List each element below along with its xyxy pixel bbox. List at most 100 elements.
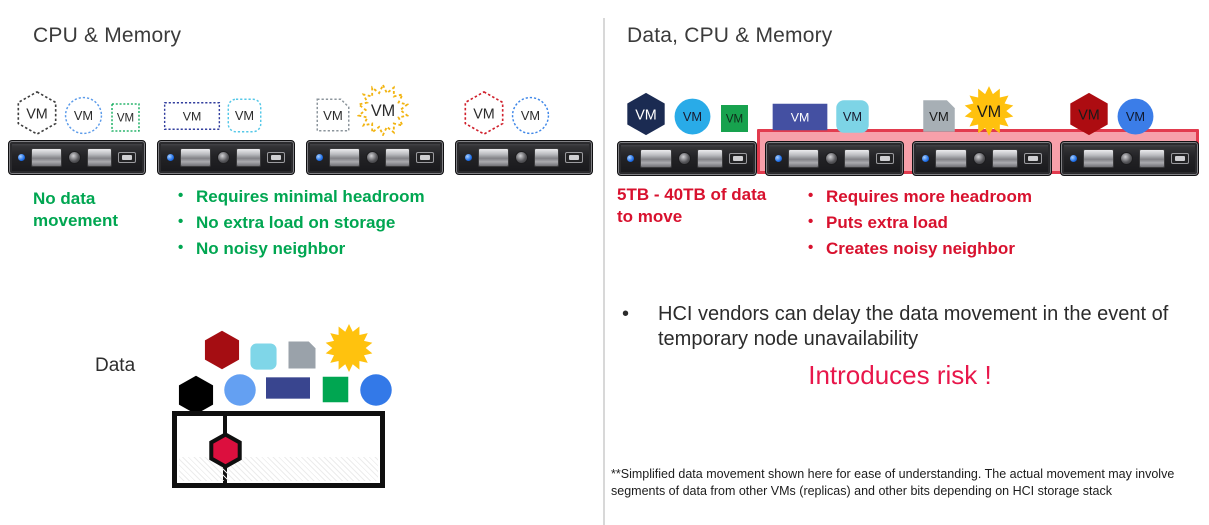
chassis-knob	[216, 151, 230, 164]
svg-text:VM: VM	[473, 106, 495, 122]
rect-vm-icon: VM	[163, 102, 221, 130]
left-bullet-item: No noisy neighbor	[178, 238, 425, 261]
drive-bay	[935, 149, 967, 168]
server-column: VM VM	[306, 84, 444, 175]
circle-vm-icon	[360, 374, 392, 406]
hexagon-vm-icon: VM	[17, 90, 57, 136]
rack-server	[8, 140, 146, 175]
drive-bay	[640, 149, 672, 168]
svg-text:VM: VM	[635, 107, 657, 123]
rect-vm-icon: VM	[772, 103, 827, 131]
chassis-knob	[1120, 152, 1134, 165]
rack-server	[455, 140, 593, 175]
server-column: VM VM VM	[617, 85, 757, 176]
drive-bay	[1082, 149, 1115, 168]
server-column: VM VM VM	[8, 84, 146, 175]
power-button	[565, 152, 583, 163]
hexagon-vm-icon: VM	[464, 90, 504, 136]
circle-vm-icon: VM	[511, 96, 550, 135]
circle-vm-icon	[224, 374, 256, 406]
vm-shape-row: VM VM VM	[617, 85, 757, 137]
svg-text:VM: VM	[1078, 107, 1100, 123]
power-button	[118, 152, 136, 163]
vm-shape-row: VM VM VM	[8, 84, 146, 136]
rack-server	[157, 140, 295, 175]
svg-text:VM: VM	[683, 109, 702, 124]
circle-vm-icon: VM	[64, 96, 103, 135]
chassis-knob	[67, 151, 81, 164]
svg-text:VM: VM	[790, 111, 809, 125]
svg-text:VM: VM	[521, 108, 540, 123]
rounded-vm-icon: VM	[835, 100, 869, 133]
svg-text:VM: VM	[117, 113, 134, 125]
right-bullet-item: Puts extra load	[808, 212, 1032, 235]
svg-text:VM: VM	[977, 103, 1001, 121]
svg-text:VM: VM	[26, 106, 48, 122]
left-bullet-item: Requires minimal headroom	[178, 186, 425, 209]
data-shapes-row-1	[201, 324, 394, 373]
data-to-move-caption: 5TB - 40TB of data to move	[617, 185, 767, 227]
power-button	[1171, 153, 1189, 164]
drive-bay	[696, 149, 723, 168]
hexagon-vm-icon: VM	[1069, 92, 1108, 136]
rack-server	[912, 141, 1052, 176]
svg-text:VM: VM	[929, 109, 949, 124]
hexagon-vm-icon	[204, 330, 240, 370]
drive-bay	[329, 148, 360, 167]
vm-shape-row: VM VM	[1060, 85, 1200, 137]
vertical-divider	[603, 18, 605, 525]
power-button	[1023, 153, 1042, 164]
left-bullet-list: Requires minimal headroom No extra load …	[178, 186, 425, 263]
chassis-knob	[514, 151, 528, 164]
rack-server	[617, 141, 757, 176]
power-led	[922, 155, 929, 162]
power-led	[1069, 155, 1077, 162]
server-column: VM VM	[912, 85, 1052, 176]
drive-bay	[1139, 149, 1165, 168]
hexagon-vm-icon	[209, 432, 242, 469]
svg-text:VM: VM	[323, 108, 343, 123]
power-button	[728, 153, 747, 164]
power-led	[18, 154, 25, 161]
server-column: VM VM	[455, 84, 593, 175]
star-vm-icon: VM	[964, 86, 1014, 136]
rect-vm-icon	[266, 377, 310, 399]
vm-shape-row: VM VM	[306, 84, 444, 136]
power-led	[167, 154, 174, 161]
circle-vm-icon: VM	[674, 98, 711, 135]
square-vm-icon: VM	[721, 105, 748, 132]
star-vm-icon	[325, 324, 373, 372]
rounded-vm-icon	[250, 343, 277, 370]
star-vm-icon: VM	[357, 84, 409, 136]
hci-note-bullet: • HCI vendors can delay the data movemen…	[622, 302, 1184, 353]
svg-text:VM: VM	[183, 110, 202, 124]
left-panel-title: CPU & Memory	[33, 24, 182, 47]
data-label: Data	[95, 355, 136, 376]
svg-text:VM: VM	[1125, 109, 1144, 124]
power-button	[416, 152, 434, 163]
chassis-knob	[972, 152, 986, 165]
chassis-knob	[365, 151, 379, 164]
vm-shape-row: VM VM	[455, 84, 593, 136]
rack-server	[1059, 141, 1199, 176]
hexagon-vm-icon	[178, 375, 214, 415]
no-data-movement-caption: No data movement	[33, 189, 119, 231]
drive-bay	[180, 148, 211, 167]
power-button	[267, 152, 285, 163]
drive-bay	[844, 149, 870, 168]
svg-text:VM: VM	[842, 109, 861, 124]
drive-bay	[533, 148, 559, 167]
rack-server	[306, 140, 444, 175]
footnote-text: **Simplified data movement shown here fo…	[611, 467, 1175, 498]
power-led	[465, 154, 472, 161]
data-segment-hexagon-icon	[208, 431, 243, 475]
drive-bay	[384, 148, 410, 167]
chassis-knob	[825, 152, 839, 165]
left-bullet-item: No extra load on storage	[178, 212, 425, 235]
drive-bay	[31, 148, 62, 167]
storage-array-box	[172, 411, 385, 488]
drive-bay	[478, 148, 509, 167]
